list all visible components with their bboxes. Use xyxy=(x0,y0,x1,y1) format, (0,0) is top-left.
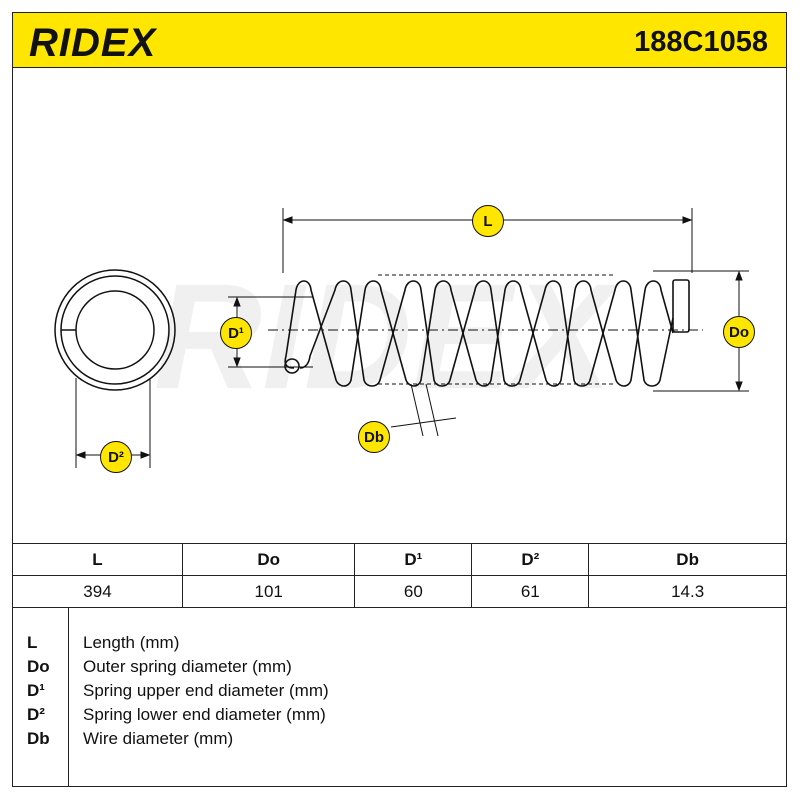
spec-header-d2: D² xyxy=(471,543,590,576)
spec-header-l: L xyxy=(13,543,183,576)
legend-row-d2: D² Spring lower end diameter (mm) xyxy=(13,705,786,729)
spec-value-d1: 60 xyxy=(354,575,473,608)
legend-row-db: Db Wire diameter (mm) xyxy=(13,729,786,753)
brand-logo: RIDEX xyxy=(29,21,157,65)
legend-description: Wire diameter (mm) xyxy=(83,729,234,748)
spec-value-l: 394 xyxy=(13,575,183,608)
badge-l: L xyxy=(472,205,504,237)
legend-row-do: Do Outer spring diameter (mm) xyxy=(13,657,786,681)
legend-symbol: D² xyxy=(27,705,45,724)
legend-divider xyxy=(68,608,69,786)
db-dimension xyxy=(390,383,457,437)
spec-header-d1: D¹ xyxy=(354,543,473,576)
legend-symbol: Do xyxy=(27,657,50,676)
spec-value-row: 394 101 60 61 14.3 xyxy=(13,575,786,608)
badge-d1: D¹ xyxy=(220,317,252,349)
badge-do: Do xyxy=(723,316,755,348)
legend-row-d1: D¹ Spring upper end diameter (mm) xyxy=(13,681,786,705)
spec-value-db: 14.3 xyxy=(588,575,786,608)
legend-description: Spring lower end diameter (mm) xyxy=(83,705,326,724)
legend-symbol: D¹ xyxy=(27,681,45,700)
spec-header-row: L Do D¹ D² Db xyxy=(13,543,786,576)
legend-description: Length (mm) xyxy=(83,633,180,652)
spec-value-do: 101 xyxy=(181,575,356,608)
legend-description: Spring upper end diameter (mm) xyxy=(83,681,329,700)
end-view-ring xyxy=(54,269,176,391)
header-bar: RIDEX 188C1058 xyxy=(13,13,786,68)
badge-d2: D² xyxy=(100,441,132,473)
spec-header-do: Do xyxy=(181,543,356,576)
d2-dimension xyxy=(75,378,151,468)
product-sheet: RIDEX 188C1058 RIDEX xyxy=(12,12,787,787)
legend-symbol: Db xyxy=(27,729,50,748)
centerline xyxy=(268,274,703,385)
badge-db: Db xyxy=(358,421,390,453)
legend-symbol: L xyxy=(27,633,38,652)
legend-description: Outer spring diameter (mm) xyxy=(83,657,292,676)
spec-header-db: Db xyxy=(588,543,786,576)
spring-coils xyxy=(284,279,690,387)
spring-diagram: RIDEX xyxy=(13,68,786,543)
spec-value-d2: 61 xyxy=(471,575,590,608)
legend: L Length (mm) Do Outer spring diameter (… xyxy=(13,607,786,786)
legend-row-l: L Length (mm) xyxy=(13,633,786,657)
part-number: 188C1058 xyxy=(634,26,768,58)
spec-table: L Do D¹ D² Db 394 101 60 61 14.3 xyxy=(13,543,786,608)
spring-drawing: RIDEX xyxy=(54,208,749,468)
